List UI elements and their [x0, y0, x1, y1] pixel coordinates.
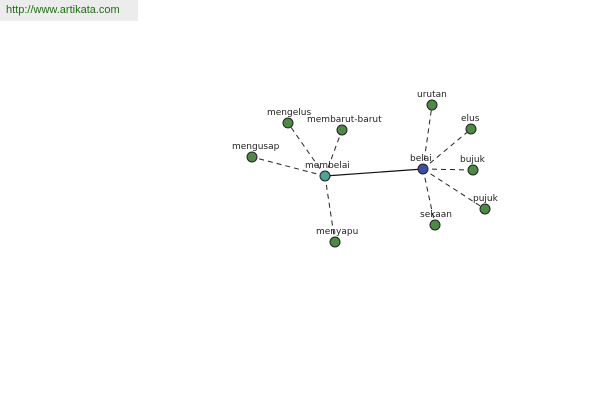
node-circle-sekaan[interactable]	[429, 219, 441, 231]
node-label-membelai: membelai	[305, 161, 350, 171]
watermark-url: http://www.artikata.com	[0, 0, 138, 21]
node-urutan[interactable]: urutan	[417, 90, 447, 111]
edge-belai-sekaan	[422, 168, 436, 226]
node-circle-elus[interactable]	[465, 123, 477, 135]
node-belai[interactable]: belai	[410, 154, 432, 175]
node-label-sekaan: sekaan	[420, 210, 452, 220]
edge-belai-pujuk	[422, 168, 486, 210]
node-membarut-barut[interactable]: membarut-barut	[307, 115, 382, 136]
node-label-elus: elus	[461, 114, 480, 124]
node-circle-membelai[interactable]	[319, 170, 331, 182]
edge-membelai-membarut-barut	[324, 129, 343, 177]
node-pujuk[interactable]: pujuk	[473, 194, 499, 215]
node-sekaan[interactable]: sekaan	[420, 210, 452, 231]
node-circle-urutan[interactable]	[426, 99, 438, 111]
node-bujuk[interactable]: bujuk	[460, 155, 486, 176]
node-label-mengusap: mengusap	[232, 142, 280, 152]
node-label-urutan: urutan	[417, 90, 447, 100]
node-label-menyapu: menyapu	[316, 227, 358, 237]
node-circle-mengusap[interactable]	[246, 151, 258, 163]
edge-membelai-belai	[324, 168, 424, 177]
node-circle-membarut-barut[interactable]	[336, 124, 348, 136]
node-label-belai: belai	[410, 154, 432, 164]
edge-belai-elus	[422, 128, 472, 170]
node-label-bujuk: bujuk	[460, 155, 486, 165]
edge-belai-bujuk	[422, 168, 474, 171]
node-label-membarut-barut: membarut-barut	[307, 115, 382, 125]
node-circle-menyapu[interactable]	[329, 236, 341, 248]
node-circle-mengelus[interactable]	[282, 117, 294, 129]
edge-belai-urutan	[422, 104, 433, 170]
node-elus[interactable]: elus	[461, 114, 480, 135]
node-mengelus[interactable]: mengelus	[267, 108, 311, 129]
node-mengusap[interactable]: mengusap	[232, 142, 280, 163]
edge-membelai-mengelus	[287, 122, 326, 177]
node-membelai[interactable]: membelai	[305, 161, 350, 182]
node-menyapu[interactable]: menyapu	[316, 227, 358, 248]
node-circle-bujuk[interactable]	[467, 164, 479, 176]
edges-layer	[251, 104, 486, 243]
edge-membelai-mengusap	[251, 156, 326, 177]
edge-membelai-menyapu	[324, 175, 336, 243]
node-label-mengelus: mengelus	[267, 108, 311, 118]
node-label-pujuk: pujuk	[473, 194, 499, 204]
node-circle-pujuk[interactable]	[479, 203, 491, 215]
node-circle-belai[interactable]	[417, 163, 429, 175]
